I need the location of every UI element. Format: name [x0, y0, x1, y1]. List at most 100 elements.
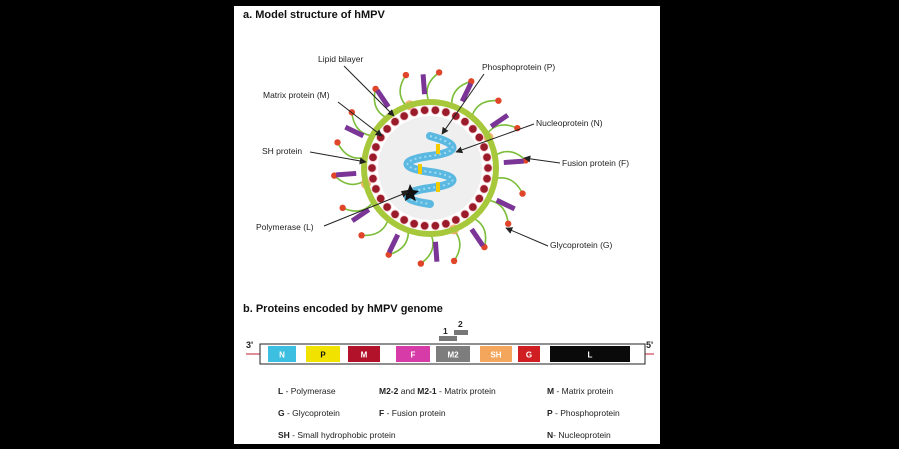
- matrix-protein-dot: [390, 117, 400, 127]
- m2-orf-1-label: 1: [443, 326, 448, 336]
- glycoprotein-bar: [495, 197, 516, 212]
- matrix-protein-dot: [460, 117, 470, 127]
- matrix-protein-dot: [371, 184, 381, 194]
- fusion-protein-stalk: [496, 150, 527, 161]
- matrix-protein-dot: [479, 142, 489, 152]
- gene-p: [306, 346, 340, 362]
- fusion-protein-stalk: [388, 232, 410, 256]
- gene-label-p: P: [320, 351, 326, 360]
- glycoprotein-bar: [469, 227, 485, 248]
- matrix-protein-dot: [371, 142, 381, 152]
- glycoprotein-bar: [344, 124, 365, 139]
- matrix-protein-dot: [420, 221, 430, 231]
- label-glycoprotein: Glycoprotein (G): [550, 240, 613, 250]
- gene-m2: [436, 346, 470, 362]
- matrix-protein-dot: [368, 174, 378, 184]
- matrix-protein-dot: [474, 132, 484, 143]
- matrix-protein-dot: [409, 107, 419, 117]
- matrix-protein-dot: [474, 193, 484, 204]
- fusion-protein-stalk: [351, 112, 371, 137]
- matrix-protein-dot: [430, 221, 440, 231]
- fusion-protein-stalk: [497, 177, 524, 194]
- matrix-protein-dot: [482, 152, 492, 162]
- matrix-protein-dot: [468, 124, 478, 134]
- figure-panel: a. Model structure of hMPV Lipid bilayer…: [234, 6, 660, 444]
- gene-sh: [480, 346, 512, 362]
- arrow-lipid: [343, 65, 395, 117]
- matrix-protein-dot: [479, 184, 489, 194]
- fusion-protein-head: [504, 220, 512, 227]
- fusion-protein-head: [331, 172, 338, 179]
- legend-m: M - Matrix protein: [547, 386, 613, 396]
- glycoprotein-bar: [375, 88, 391, 109]
- legend-f: F - Fusion protein: [379, 408, 446, 418]
- fusion-protein-stalk: [399, 74, 407, 106]
- matrix-protein-dot: [367, 163, 377, 173]
- fusion-protein-stalk: [333, 175, 364, 186]
- matrix-protein-dot: [390, 209, 400, 219]
- fusion-protein-stalk: [471, 99, 499, 116]
- glycoprotein-bar: [350, 207, 371, 223]
- panel-b-title: b. Proteins encoded by hMPV genome: [243, 303, 443, 315]
- figure-svg: a. Model structure of hMPV Lipid bilayer…: [243, 9, 654, 440]
- arrow-nucleo: [455, 123, 535, 154]
- gene-label-n: N: [279, 351, 285, 360]
- legend-m2: M2-2 and M2-1 - Matrix protein: [379, 386, 496, 396]
- matrix-protein-dot: [468, 202, 478, 212]
- gene-f: [396, 346, 430, 362]
- panel-a-title: a. Model structure of hMPV: [243, 9, 385, 21]
- label-phosphoprotein: Phosphoprotein (P): [482, 62, 555, 72]
- arrow-sh: [309, 151, 367, 165]
- matrix-protein-dot: [382, 202, 392, 212]
- matrix-protein-dot: [483, 163, 493, 173]
- glycoprotein-bar: [459, 82, 474, 103]
- legend-sh: SH - Small hydrophobic protein: [278, 430, 396, 440]
- label-lipid-bilayer: Lipid bilayer: [318, 54, 364, 64]
- matrix-protein-dot: [430, 105, 440, 115]
- matrix-protein-dot: [451, 111, 461, 121]
- label-polymerase: Polymerase (L): [256, 222, 314, 232]
- gene-n: [268, 346, 296, 362]
- fusion-protein-head: [519, 190, 526, 197]
- m2-1-orf: [439, 336, 457, 341]
- matrix-protein-dot: [382, 124, 392, 134]
- gene-label-f: F: [411, 351, 416, 360]
- matrix-protein-dot: [460, 209, 470, 219]
- glycoprotein-bar: [386, 233, 401, 254]
- gene-label-sh: SH: [490, 351, 501, 360]
- legend-p: P - Phosphoprotein: [547, 408, 620, 418]
- gene-label-l: L: [588, 351, 593, 360]
- matrix-protein-dot: [399, 215, 409, 225]
- fusion-protein-stalk: [487, 124, 518, 134]
- arrow-glyco: [505, 227, 549, 247]
- fusion-protein-stalk: [361, 220, 389, 237]
- arrow-phospho: [441, 73, 485, 135]
- glycoprotein-bar: [336, 170, 357, 178]
- fusion-protein-stalk: [453, 230, 461, 262]
- gene-label-m: M: [361, 351, 368, 360]
- lipid-bilayer: [361, 99, 499, 237]
- legend-g: G - Glycoprotein: [278, 408, 340, 418]
- glycoprotein-bar: [489, 113, 510, 129]
- fusion-protein-stalk: [342, 202, 373, 212]
- gene-l: [550, 346, 630, 362]
- phosphoprotein-mark: [418, 164, 422, 174]
- fusion-protein-head: [435, 69, 443, 76]
- fusion-protein-stalk: [474, 218, 487, 248]
- fusion-protein-head: [339, 204, 346, 212]
- glycoprotein-bar: [432, 241, 440, 262]
- fusion-protein-stalk: [489, 199, 509, 224]
- label-fusion-protein: Fusion protein (F): [562, 158, 629, 168]
- genome-5-prime-end: 5': [646, 340, 653, 350]
- m2-orf-2-label: 2: [458, 319, 463, 329]
- fusion-protein-stalk: [420, 235, 434, 265]
- label-matrix-protein: Matrix protein (M): [263, 90, 330, 100]
- matrix-protein-dot: [482, 174, 492, 184]
- virion-diagram: [331, 69, 529, 267]
- fusion-protein-head: [417, 260, 425, 267]
- legend: L - Polymerase M2-2 and M2-1 - Matrix pr…: [278, 386, 620, 440]
- fusion-protein-head: [402, 71, 410, 79]
- matrix-protein-dot: [409, 219, 419, 229]
- gene-label-m2: M2: [447, 351, 459, 360]
